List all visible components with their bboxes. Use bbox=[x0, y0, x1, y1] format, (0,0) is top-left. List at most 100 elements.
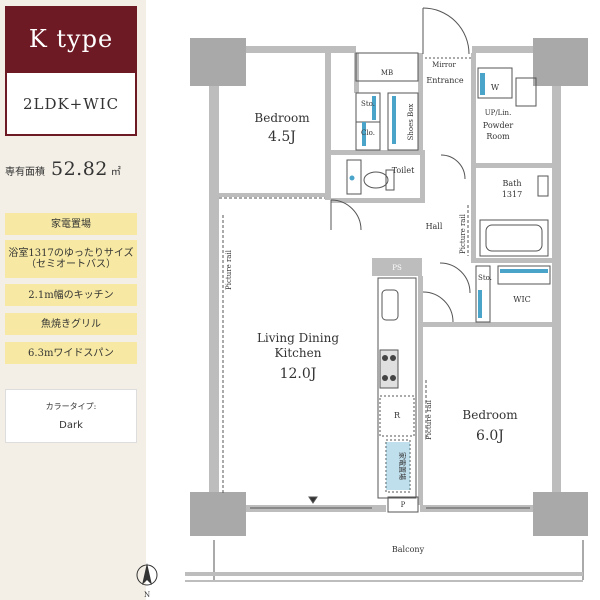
appliance-space bbox=[385, 439, 411, 493]
wall-entrance-west bbox=[418, 53, 423, 150]
powder-line3: Room bbox=[486, 132, 510, 141]
washer-label: W bbox=[491, 83, 500, 92]
toilet-fixture bbox=[346, 159, 395, 195]
wall-top-right bbox=[472, 46, 533, 53]
wall-top-left bbox=[246, 46, 356, 53]
fixture-dot bbox=[349, 175, 355, 181]
burner bbox=[382, 375, 388, 381]
burner bbox=[390, 375, 396, 381]
mb-box bbox=[355, 52, 419, 82]
picture-rails bbox=[219, 197, 469, 495]
balcony-windows bbox=[250, 496, 530, 509]
unit-type-title: K type bbox=[5, 6, 137, 71]
wall-bedroom2-west bbox=[418, 276, 423, 505]
closet-markers bbox=[362, 96, 396, 146]
bath-size: 1317 bbox=[502, 190, 522, 199]
door-swing-bedroom2 bbox=[422, 291, 454, 323]
bedroom-bottom-name: Bedroom bbox=[462, 408, 518, 422]
feature-appliance-space: 家電置場 bbox=[5, 213, 137, 235]
toilet-bowl bbox=[363, 171, 389, 189]
wall-entrance-east bbox=[471, 53, 476, 168]
clo-label: Clo. bbox=[361, 129, 375, 137]
toilet-counter bbox=[346, 159, 362, 195]
color-type-box: カラータイプ: Dark bbox=[5, 389, 137, 443]
balcony-area bbox=[185, 540, 584, 582]
column-bottom-left bbox=[190, 492, 246, 536]
bath-shelf bbox=[537, 175, 549, 197]
wall-bath-north bbox=[476, 163, 552, 168]
stove bbox=[379, 349, 399, 389]
powder-line1: UP/Lin. bbox=[485, 109, 512, 117]
balcony-rail-outer bbox=[185, 580, 583, 582]
feature-text: 家電置場 bbox=[51, 218, 91, 230]
wall-bath-west bbox=[471, 168, 476, 263]
wic-shelf-left bbox=[475, 265, 491, 323]
bedroom-top-size: 4.5J bbox=[268, 129, 296, 145]
kitchen-fixtures bbox=[377, 277, 417, 499]
hall-label: Hall bbox=[426, 222, 443, 231]
picture-rail-bedroom-label: Picture rail bbox=[425, 399, 433, 440]
marker bbox=[362, 122, 366, 146]
feature-text: 浴室1317のゆったりサイズ bbox=[8, 248, 134, 259]
door-swing-entrance bbox=[422, 7, 470, 55]
wall-toilet-south bbox=[331, 198, 425, 203]
north-label: N bbox=[144, 591, 150, 599]
powder-room-fixtures bbox=[425, 57, 537, 107]
ldk-size: 12.0J bbox=[280, 366, 317, 382]
floor-area: 専有面積 52.82 ㎡ bbox=[5, 158, 145, 182]
layout-badge: 2LDK+WIC bbox=[5, 71, 137, 136]
toilet-label: Toilet bbox=[392, 166, 415, 175]
wic-fixtures bbox=[475, 265, 551, 323]
balcony-label: Balcony bbox=[392, 545, 425, 554]
wall-toilet-north bbox=[331, 150, 425, 155]
wall-bedroom-south bbox=[219, 193, 331, 197]
ldk-name-line1: Living Dining bbox=[257, 331, 339, 345]
door-swing-bedroom bbox=[330, 199, 362, 231]
bath-label: Bath bbox=[502, 179, 521, 188]
doors bbox=[330, 7, 471, 323]
feature-bath-size: 浴室1317のゆったりサイズ （セミオートバス） bbox=[5, 240, 137, 278]
burner bbox=[390, 355, 396, 361]
column-top-right bbox=[533, 38, 588, 86]
bathtub bbox=[479, 219, 549, 257]
wall-left bbox=[209, 86, 219, 492]
washer-space bbox=[477, 67, 513, 99]
door-swing-bath bbox=[440, 154, 466, 180]
bedroom-top-name: Bedroom bbox=[254, 111, 310, 125]
marker bbox=[392, 96, 396, 144]
wic-label: WIC bbox=[513, 295, 531, 304]
appliance-label: 家電置場 bbox=[398, 452, 407, 480]
feature-text: 6.3mワイドスパン bbox=[28, 347, 114, 359]
sto-label: Sto. bbox=[361, 100, 375, 108]
burner bbox=[382, 355, 388, 361]
balcony-rail bbox=[185, 572, 583, 576]
color-type-label: カラータイプ: bbox=[45, 402, 97, 411]
area-unit: ㎡ bbox=[110, 167, 121, 178]
p-label: P bbox=[401, 501, 406, 509]
refrigerator-label: R bbox=[394, 411, 401, 420]
area-value: 52.82 bbox=[51, 158, 108, 180]
structural-columns bbox=[190, 38, 588, 536]
shoes-box bbox=[387, 92, 419, 151]
interior-walls bbox=[219, 53, 552, 505]
unit-type-text: K type bbox=[28, 24, 114, 53]
column-bottom-right bbox=[533, 492, 588, 536]
kitchen-sink bbox=[381, 289, 399, 321]
info-panel: K type 2LDK+WIC 専有面積 52.82 ㎡ 家電置場 浴室1317… bbox=[0, 0, 146, 600]
area-label: 専有面積 bbox=[5, 167, 45, 178]
appliance-highlight bbox=[386, 442, 410, 490]
wall-right bbox=[552, 86, 561, 492]
entrance-label: Entrance bbox=[426, 76, 463, 85]
washbasin bbox=[515, 77, 537, 107]
feature-text: 魚焼きグリル bbox=[41, 318, 101, 330]
layout-text: 2LDK+WIC bbox=[22, 94, 120, 113]
color-type-value: Dark bbox=[59, 420, 83, 431]
wic-sto-label: Sto. bbox=[478, 274, 492, 282]
feature-text: （セミオートバス） bbox=[26, 259, 116, 270]
ldk-name-line2: Kitchen bbox=[275, 346, 322, 360]
refrigerator-space bbox=[379, 395, 415, 437]
powder-line2: Powder bbox=[483, 121, 514, 130]
picture-rail-ldk-label: Picture rail bbox=[225, 249, 233, 290]
marker bbox=[500, 269, 548, 273]
entry-marker bbox=[308, 496, 318, 504]
